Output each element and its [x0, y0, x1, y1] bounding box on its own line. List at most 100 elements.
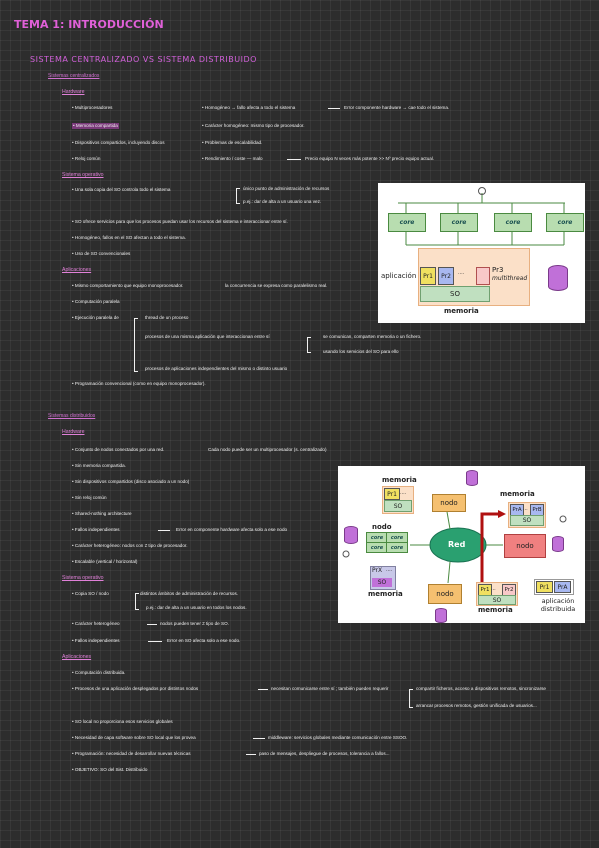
c-hw-right-ext-2: Precio equipo N veces más potente >> Nº …: [305, 156, 435, 161]
d-app-5: • Programación: necesidad de desarrollar…: [72, 751, 191, 756]
d-os-2: • Carácter heterogéneo: [72, 621, 120, 626]
d-app-4: • Necesidad de capa software sobre SO lo…: [72, 735, 196, 740]
bottom-pr1: Pr1: [480, 587, 490, 593]
c-app-sub2-2: usando los servicios del SO para ello: [323, 349, 399, 354]
legend-label: aplicación distribuida: [540, 597, 576, 613]
top-dots: ....: [400, 490, 407, 496]
c-hw-right-2: • Carácter homogéneo: mismo tipo de proc…: [202, 123, 305, 128]
distributed-os-heading: Sistema operativo: [62, 575, 104, 581]
c-hw-left-2: • Memoria compartida: [72, 123, 119, 129]
pr3-sub: multithread: [492, 275, 528, 282]
d-hw-8: • Escalable (vertical / horizontal): [72, 559, 138, 564]
legend-pr1: Pr1: [539, 583, 550, 591]
d-os-note-3: nodos pueden tener ≠ tipo de SO.: [160, 621, 229, 626]
d-hw-4: • Sin reloj común: [72, 495, 107, 500]
left-core-2: core: [390, 534, 404, 541]
core-2: core: [451, 219, 467, 226]
d-hw-note-2: Error en componente hardware afecta solo…: [176, 527, 288, 532]
left-core-4: core: [390, 544, 404, 551]
c-app-4: • Programación convencional (como en equ…: [72, 381, 206, 386]
network-label: Red: [448, 540, 466, 549]
left-node-label: nodo: [372, 523, 392, 531]
right-so: SO: [522, 517, 532, 524]
distributed-diagram: memoria Pr1 .... SO nodo nodo core core …: [338, 466, 585, 623]
disk-icon: [548, 265, 568, 291]
left-core-1: core: [370, 534, 384, 541]
d-app-3: • SO local no proporciona esos servicios…: [72, 719, 173, 724]
right-memory-label: memoria: [500, 490, 535, 498]
clock-icon: [478, 187, 486, 195]
memory-label: memoria: [444, 307, 479, 315]
centralized-os-heading: Sistema operativo: [62, 172, 104, 178]
proc-pr1: Pr1: [423, 272, 433, 280]
c-os-1: • Una sola copia del SO controla todo el…: [72, 187, 171, 192]
d-app-note-5: paso de mensajes, despliegue de procesos…: [259, 751, 390, 756]
d-os-note-2: p.ej.: dar de alta a un usuario en todos…: [146, 605, 247, 610]
c-app-sub-1: thread de un proceso: [145, 315, 189, 320]
legend-pra: PrA: [557, 583, 568, 591]
bottom-so: SO: [492, 596, 502, 604]
c-app-note: la concurrencia se expresa como paraleli…: [225, 283, 328, 288]
c-hw-left-1: • Multiprocesadores: [72, 105, 113, 110]
c-os-4: • Uso de SO convencionales: [72, 251, 131, 256]
d-hw-5: • Shared-nothing architecture: [72, 511, 132, 516]
c-hw-right-4: • Rendimiento / coste — malo: [202, 156, 263, 161]
d-app-note-2: compartir ficheros, acceso a dispositivo…: [416, 686, 546, 691]
d-app-note-1: necesitan comunicarse entre sí ; también…: [271, 686, 389, 691]
d-hw-7: • Carácter heterogéneo: nodos con ≠ tipo…: [72, 543, 188, 548]
c-app-sub-2: procesos de una misma aplicación que int…: [145, 334, 270, 339]
c-hw-right-1: • Homogéneo → fallo afecta a todo el sis…: [202, 105, 296, 110]
c-app-sub2-1: se comunican, comparten memoria o un fic…: [323, 334, 422, 339]
d-app-2: • Procesos de una aplicación desplegados…: [72, 686, 199, 691]
d-os-note-1: distintos ámbitos de administración de r…: [140, 591, 239, 596]
c-hw-right-3: • Problemas de escalabilidad.: [202, 140, 263, 145]
pr3-label: Pr3: [492, 266, 504, 274]
c-hw-left-4: • Reloj común: [72, 156, 101, 161]
c-app-2: • Computación paralela: [72, 299, 120, 304]
bottom-dots: ...: [491, 586, 496, 592]
os-box: SO: [450, 290, 460, 298]
centralized-diagram: core core core core SO Pr1 Pr2 .... Pr3 …: [378, 183, 585, 323]
left-core-3: core: [370, 544, 384, 551]
clock-icon-right: [559, 515, 567, 523]
right-prb: PrB: [532, 507, 542, 513]
right-dots: ...: [523, 506, 528, 512]
c-os-3: • Homogéneo, fallos en el SO afectan a t…: [72, 235, 186, 240]
left-bottom-so: SO: [377, 579, 387, 586]
d-hw-1: • Conjunto de nodos conectados por una r…: [72, 447, 165, 452]
c-hw-right-ext-1: Error componente hardware → cae todo el …: [344, 105, 450, 110]
d-hw-3: • Sin dispositivos compartidos (disco as…: [72, 479, 190, 484]
centralized-heading: Sistemas centralizados: [48, 73, 100, 79]
top-disk-icon: [466, 470, 478, 486]
top-so: SO: [393, 502, 403, 510]
c-os-2: • SO ofrece servicios para que los proce…: [72, 219, 288, 224]
top-node: nodo: [440, 499, 458, 507]
centralized-hardware-heading: Hardware: [62, 89, 85, 95]
d-os-1: • Copia SO / nodo: [72, 591, 109, 596]
d-os-3: • Fallos independientes: [72, 638, 120, 643]
core-3: core: [505, 219, 521, 226]
proc-pr2: Pr2: [441, 272, 451, 280]
left-disk-icon: [344, 526, 358, 544]
core-4: core: [557, 219, 573, 226]
top-pr1: Pr1: [387, 490, 397, 498]
left-bottom-prx: PrX: [372, 567, 383, 574]
pr3-box: [476, 267, 490, 285]
bottom-disk-icon: [435, 608, 447, 623]
d-os-note-4: Error en SO afecta solo a ese nodo.: [167, 638, 241, 643]
c-hw-left-3: • Dispositivos compartidos, incluyendo d…: [72, 140, 165, 145]
distributed-hardware-heading: Hardware: [62, 429, 85, 435]
c-os-brace-2: p.ej.: dar de alta a un usuario una vez.: [243, 199, 322, 204]
bottom-mem: memoria: [478, 606, 513, 614]
app-label: aplicación: [381, 272, 417, 280]
right-pra: PrA: [512, 507, 522, 513]
centralized-apps-heading: Aplicaciones: [62, 267, 92, 273]
bottom-node: nodo: [436, 590, 454, 598]
right-node: nodo: [516, 542, 534, 550]
c-app-sub-3: procesos de aplicaciones independientes …: [145, 366, 288, 371]
top-memory-label: memoria: [382, 476, 417, 484]
d-app-6: • OBJETIVO: SO del Sist. Distribuido: [72, 767, 148, 772]
d-app-1: • Computación distribuida.: [72, 670, 126, 675]
d-hw-2: • Sin memoria compartida.: [72, 463, 126, 468]
left-bottom-mem: memoria: [368, 590, 403, 598]
